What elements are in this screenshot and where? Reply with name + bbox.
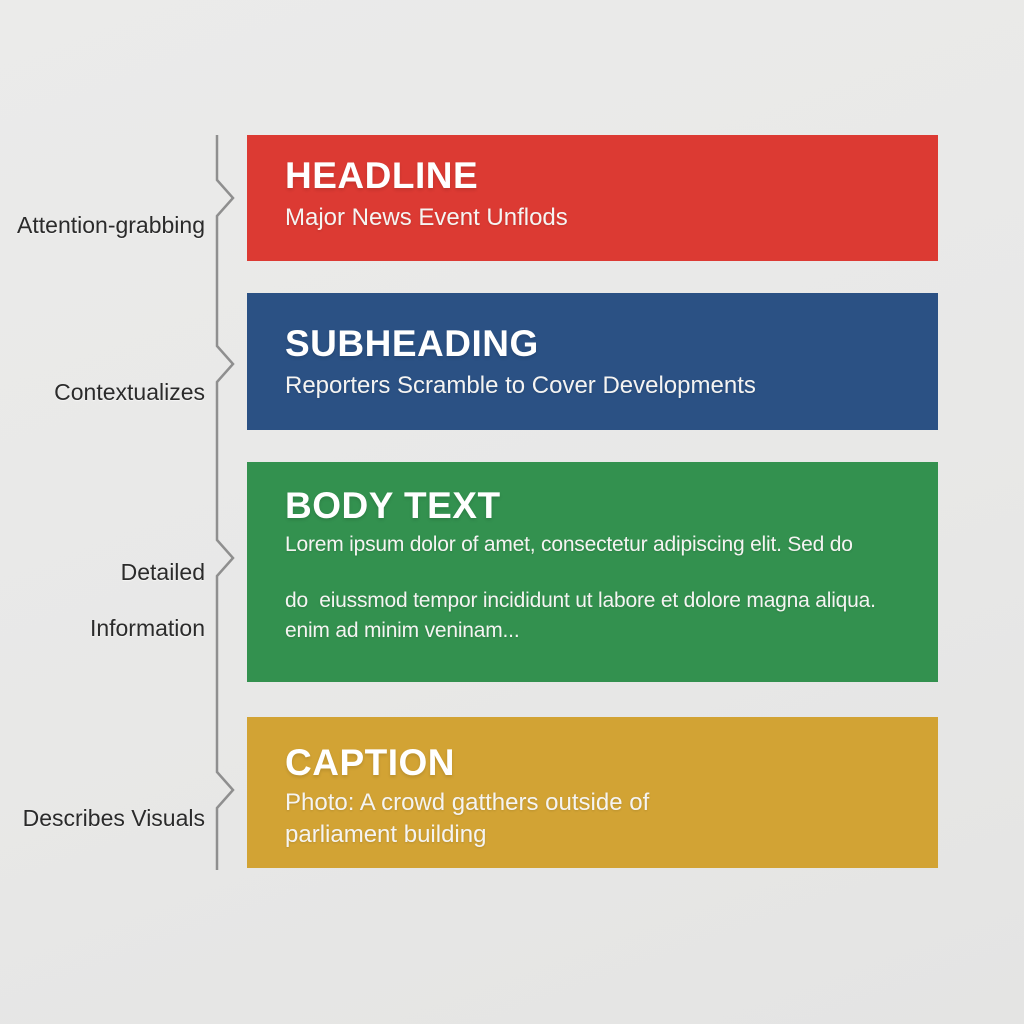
- body-text-line-3: enim ad minim veninam...: [285, 619, 520, 642]
- label-attention-grabbing: Attention-grabbing: [0, 183, 205, 267]
- label-contextualizes: Contextualizes: [29, 350, 205, 434]
- caption-text-line-1: Photo: A crowd gatthers outside of: [285, 789, 650, 816]
- caption-block: CAPTION Photo: A crowd gatthers outside …: [247, 717, 938, 868]
- label-text: Describes Visuals: [22, 805, 205, 831]
- label-describes-visuals: Describes Visuals: [0, 776, 205, 860]
- body-text-block-title: BODY TEXT: [285, 485, 501, 526]
- caption-text-line-2: parliament building: [285, 821, 487, 848]
- label-text-line2: Information: [89, 615, 205, 641]
- label-text-line1: Detailed: [120, 559, 205, 585]
- label-text: Contextualizes: [54, 379, 205, 405]
- subheading-block-text: Reporters Scramble to Cover Developments: [285, 372, 756, 399]
- headline-block-text: Major News Event Unflods: [285, 204, 568, 231]
- headline-block-title: HEADLINE: [285, 155, 479, 196]
- label-text: Attention-grabbing: [17, 212, 205, 238]
- label-detailed-information: Detailed Information: [64, 530, 205, 670]
- subheading-block-title: SUBHEADING: [285, 323, 539, 364]
- chevron-right-icon: [215, 135, 235, 870]
- headline-block: HEADLINE Major News Event Unflods: [247, 135, 938, 261]
- connector-line-with-chevrons: [215, 135, 235, 870]
- subheading-block: SUBHEADING Reporters Scramble to Cover D…: [247, 293, 938, 430]
- body-text-block: BODY TEXT Lorem ipsum dolor of amet, con…: [247, 462, 938, 682]
- caption-block-title: CAPTION: [285, 742, 455, 783]
- body-text-line-2: do eiussmod tempor incididunt ut labore …: [285, 589, 876, 612]
- body-text-line-1: Lorem ipsum dolor of amet, consectetur a…: [285, 533, 853, 556]
